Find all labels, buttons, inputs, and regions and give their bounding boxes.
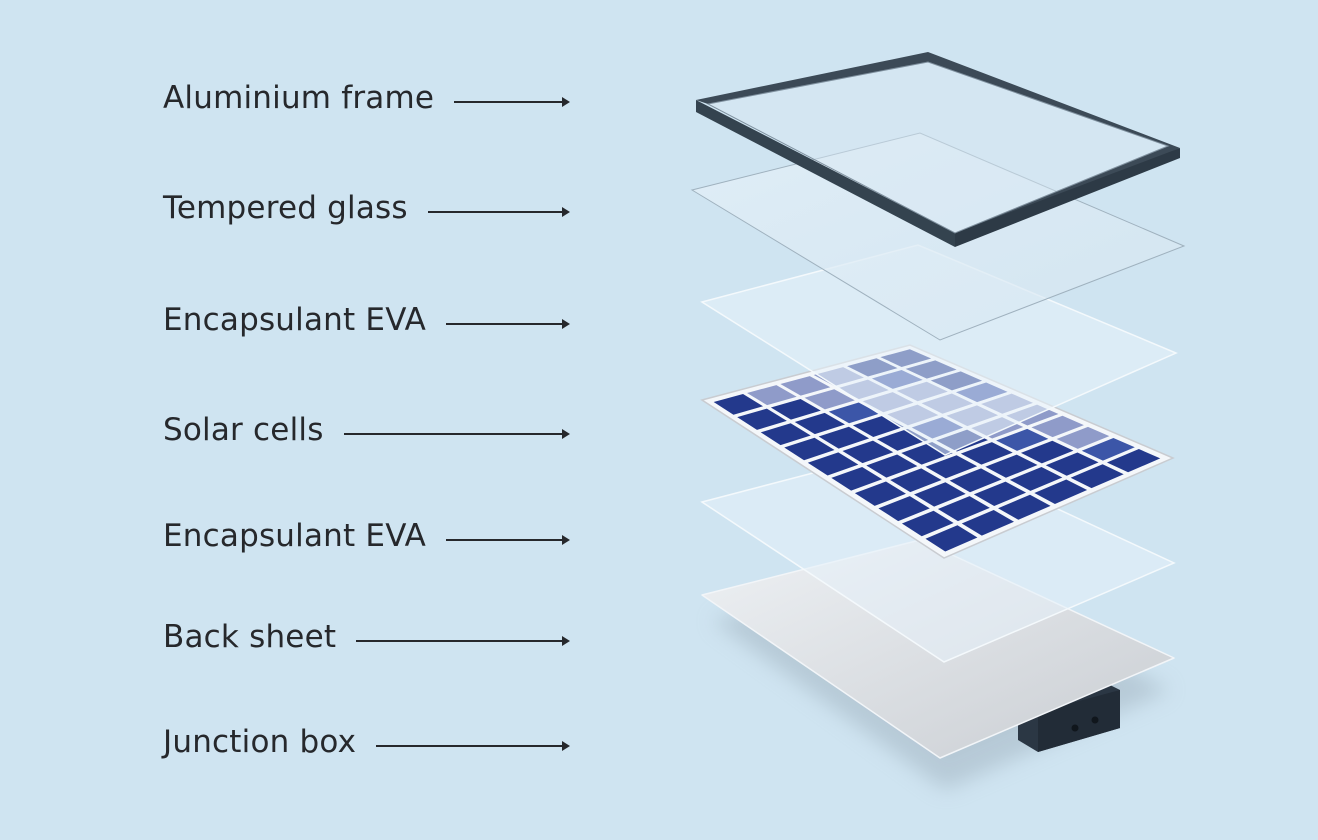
layer-label: Back sheet bbox=[163, 619, 337, 655]
solar-cell bbox=[828, 402, 880, 424]
layer-label: Aluminium frame bbox=[163, 80, 435, 116]
solar-cell bbox=[1031, 415, 1084, 438]
solar-cell bbox=[794, 412, 845, 435]
arrow-icon bbox=[343, 429, 571, 439]
solar-cell bbox=[1020, 440, 1074, 464]
layer-label-row: Encapsulant EVA bbox=[163, 516, 426, 556]
solar-cell bbox=[961, 510, 1014, 536]
layer-label-row: Solar cells bbox=[163, 410, 324, 450]
solar-cell bbox=[1056, 426, 1110, 449]
solar-cell bbox=[770, 398, 821, 420]
arrow-icon bbox=[356, 636, 570, 646]
solar-cell bbox=[854, 481, 906, 506]
solar-cell bbox=[831, 466, 883, 491]
solar-cell bbox=[1106, 449, 1161, 473]
solar-cell bbox=[807, 452, 859, 476]
layer-label-row: Encapsulant EVA bbox=[163, 300, 426, 340]
arrow-icon bbox=[376, 741, 570, 751]
arrow-icon bbox=[446, 535, 570, 545]
solar-cell bbox=[1045, 452, 1099, 476]
solar-cell bbox=[890, 468, 942, 493]
solar-cell bbox=[998, 494, 1051, 520]
solar-cell bbox=[985, 454, 1038, 478]
solar-cell bbox=[996, 428, 1049, 451]
solar-cell bbox=[1081, 437, 1135, 461]
layer-label: Encapsulant EVA bbox=[163, 302, 427, 338]
arrow-icon bbox=[427, 207, 571, 217]
aluminium-frame bbox=[696, 52, 1180, 247]
layer-label: Tempered glass bbox=[163, 190, 408, 226]
solar-cell bbox=[760, 423, 811, 446]
layer-label: Junction box bbox=[163, 724, 357, 760]
solar-cell bbox=[925, 525, 978, 552]
solar-cell bbox=[804, 389, 855, 410]
solar-cell bbox=[713, 394, 764, 415]
solar-cell bbox=[747, 385, 797, 406]
solar-cell bbox=[1034, 479, 1088, 504]
solar-cell bbox=[960, 442, 1013, 465]
layer-label-row: Aluminium frame bbox=[163, 78, 434, 118]
solar-cell bbox=[914, 482, 966, 507]
solar-cell bbox=[818, 426, 870, 449]
solar-cell bbox=[737, 408, 787, 430]
solar-cell bbox=[1009, 467, 1063, 491]
solar-cell bbox=[842, 440, 894, 464]
layer-label-row: Junction box bbox=[163, 722, 356, 762]
solar-cell bbox=[949, 468, 1002, 493]
solar-cell bbox=[937, 496, 990, 522]
solar-cell bbox=[780, 376, 831, 396]
solar-cell bbox=[866, 454, 918, 478]
solar-cell bbox=[784, 437, 835, 461]
solar-cell bbox=[925, 455, 978, 479]
layer-label-row: Back sheet bbox=[163, 617, 336, 657]
solar-cell bbox=[1070, 464, 1124, 489]
arrow-icon bbox=[454, 97, 570, 107]
layer-label: Encapsulant EVA bbox=[163, 518, 427, 554]
solar-cell bbox=[878, 496, 930, 522]
solar-cell bbox=[901, 510, 954, 537]
layer-label-row: Tempered glass bbox=[163, 188, 408, 228]
layer-label: Solar cells bbox=[163, 412, 324, 448]
solar-cell bbox=[973, 481, 1027, 507]
arrow-icon bbox=[446, 319, 570, 329]
